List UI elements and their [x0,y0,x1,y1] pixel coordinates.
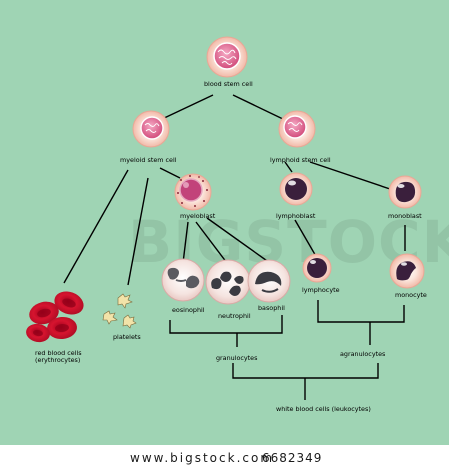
footer-image-number: 6682349 [262,451,323,465]
stock-footer: www.bigstock.com 6682349 [0,445,449,470]
myeloblast-to-eosinophil-line [182,221,189,264]
label-myeloid-stem-cell: myeloid stem cell [120,156,177,164]
platelets-cluster [102,293,137,329]
label-granulocytes: granulocytes [216,354,258,362]
myeloblast-to-basophil-line [206,217,271,264]
agranulocytes-bracket [317,300,405,323]
monoblast-cell [388,175,422,209]
lymphoblast-cell [279,172,313,206]
label-monocyte: monocyte [395,291,427,299]
label-eosinophil: eosinophil [172,306,205,314]
label-monoblast: monoblast [388,212,422,220]
lymphoid-to-lymphoblast-line [284,161,293,173]
footer-site-text: www.bigstock.com [130,451,275,465]
myeloid-to-platelet-line [127,177,149,286]
lymphoblast-to-lymphocyte-line [294,219,318,259]
label-lymphocyte: lymphocyte [302,286,340,294]
label-basophil: basophil [258,304,285,312]
label-neutrophil: neutrophil [218,312,251,320]
stem-to-lymphoid-line [232,94,286,121]
label-myeloblast: myeloblast [180,212,216,220]
blood-stem-cell [206,36,248,78]
label-erythrocytes: (erythrocytes) [35,356,80,364]
myeloblast-cell [174,173,212,211]
granulocytes-bracket [169,315,283,334]
label-platelets: platelets [113,333,141,341]
label-lymphoblast: lymphoblast [276,212,316,220]
blood-cell-lineage-diagram: BIGSTOCK blood stem cell myeloi [0,0,449,445]
basophil-cell [247,259,291,303]
myeloid-to-rbc-line [63,169,129,284]
neutrophil-cell [205,259,251,305]
red-blood-cells-cluster [26,291,84,343]
lymphoid-stem-cell [278,110,316,148]
label-blood-stem-cell: blood stem cell [204,80,253,88]
monocyte-cell [389,253,425,289]
stem-to-myeloid-line [159,94,214,121]
myeloblast-to-neutrophil-line [195,221,228,264]
label-lymphoid-stem-cell: lymphoid stem cell [270,156,331,164]
lymphocyte-cell [302,253,332,283]
label-red-blood-cells: red blood cells [35,349,82,357]
eosinophil-cell [161,258,205,302]
myeloid-stem-cell [132,110,170,148]
label-white-blood-cells: white blood cells (leukocytes) [276,405,371,413]
connector-lines [63,94,406,400]
label-agranulocytes: agranulocytes [340,350,386,358]
lymphoid-to-monoblast-line [309,161,394,191]
myeloid-to-myeloblast-line [159,167,181,179]
